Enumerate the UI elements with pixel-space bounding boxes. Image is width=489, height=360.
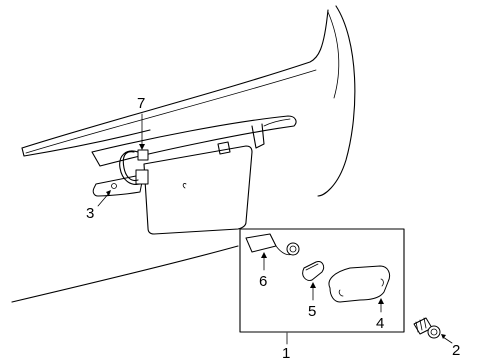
- callout-7: 7: [137, 95, 145, 112]
- callout-4: 4: [376, 315, 384, 332]
- callout-1: 1: [282, 345, 290, 360]
- license-plate-recess: [143, 141, 253, 235]
- callout-6: 6: [259, 273, 267, 290]
- callout-2: 2: [452, 342, 460, 359]
- callout-5: 5: [308, 303, 316, 320]
- lamp-bulb: [302, 261, 325, 281]
- lamp-socket: [245, 233, 300, 256]
- license-lamp-bracket: [92, 169, 149, 197]
- lamp-lens: [328, 265, 391, 303]
- trunk-applique: [91, 115, 297, 167]
- screw-fastener: [413, 317, 441, 339]
- callout-3: 3: [86, 205, 94, 222]
- lamp-assembly-box: [239, 228, 405, 333]
- trunk-lid-outline: [11, 5, 356, 303]
- leader-lines: [97, 113, 453, 345]
- wiring-harness: [119, 149, 149, 185]
